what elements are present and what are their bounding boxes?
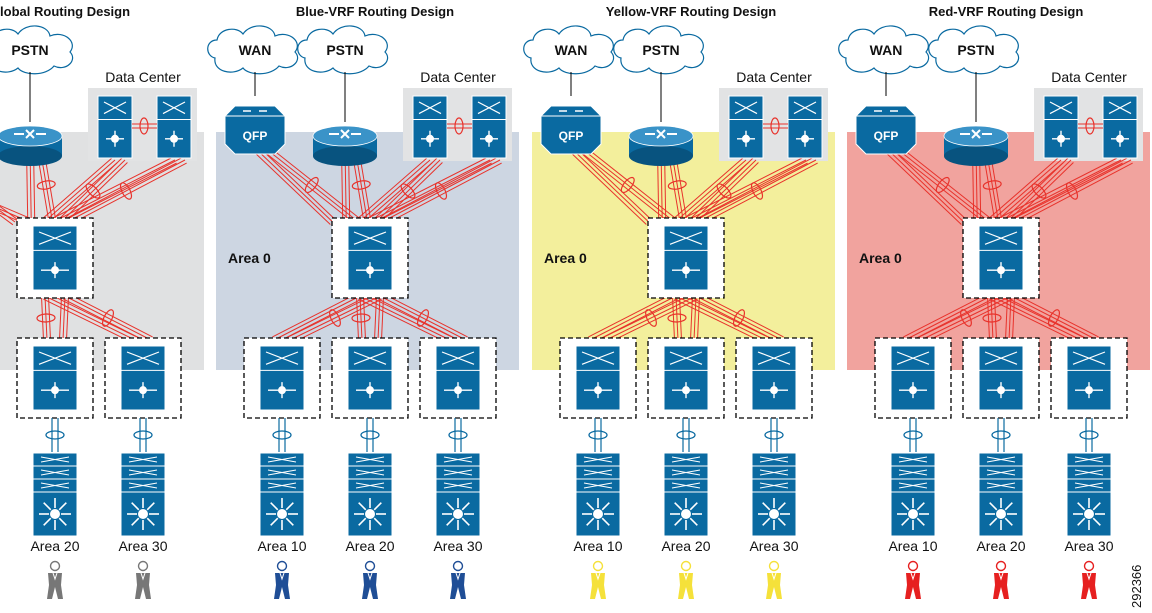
access-switch-stack-icon <box>751 452 797 537</box>
core-switch-icon <box>32 225 78 291</box>
area-label: Area 10 <box>888 538 937 554</box>
area-label: Area 30 <box>433 538 482 554</box>
user-icon <box>993 560 1009 599</box>
panel-title: Red-VRF Routing Design <box>929 4 1084 19</box>
user-icon <box>905 560 921 599</box>
access-switch-stack-icon <box>435 452 481 537</box>
data-center-label: Data Center <box>736 69 812 85</box>
data-center-switch-icon <box>1043 95 1079 159</box>
wan-aggregation-router-icon: QFP <box>224 105 286 155</box>
distribution-switch-icon <box>435 345 481 411</box>
cloud-icon: PSTN <box>0 25 74 75</box>
access-switch-stack-icon <box>890 452 936 537</box>
wan-aggregation-router-icon: QFP <box>855 105 917 155</box>
router-icon <box>943 125 1009 166</box>
qfp-label: QFP <box>559 129 584 143</box>
cloud-icon: WAN <box>207 25 299 75</box>
cloud-label: PSTN <box>957 42 994 58</box>
area-label: Area 10 <box>573 538 622 554</box>
panel-title: Yellow-VRF Routing Design <box>606 4 777 19</box>
distribution-switch-icon <box>751 345 797 411</box>
area-label: Area 30 <box>118 538 167 554</box>
cloud-icon: WAN <box>523 25 615 75</box>
panel-title: Blue-VRF Routing Design <box>296 4 454 19</box>
data-center-switch-icon <box>728 95 764 159</box>
distribution-switch-icon <box>890 345 936 411</box>
area-label: Area 20 <box>976 538 1025 554</box>
user-icon <box>362 560 378 599</box>
area-0-label: Area 0 <box>544 250 587 266</box>
qfp-label: QFP <box>243 129 268 143</box>
distribution-switch-icon <box>347 345 393 411</box>
data-center-switch-icon <box>787 95 823 159</box>
area-label: Area 20 <box>661 538 710 554</box>
access-switch-stack-icon <box>347 452 393 537</box>
distribution-switch-icon <box>978 345 1024 411</box>
access-switch-stack-icon <box>1066 452 1112 537</box>
cloud-icon: WAN <box>838 25 930 75</box>
distribution-switch-icon <box>32 345 78 411</box>
router-icon <box>0 125 63 166</box>
figure-id: 292366 <box>1129 565 1144 608</box>
cloud-label: WAN <box>239 42 272 58</box>
distribution-switch-icon <box>259 345 305 411</box>
user-icon <box>590 560 606 599</box>
access-switch-stack-icon <box>32 452 78 537</box>
cloud-icon: PSTN <box>928 25 1020 75</box>
access-switch-stack-icon <box>120 452 166 537</box>
core-switch-icon <box>347 225 393 291</box>
user-icon <box>678 560 694 599</box>
data-center-label: Data Center <box>420 69 496 85</box>
core-switch-icon <box>663 225 709 291</box>
area-label: Area 30 <box>1064 538 1113 554</box>
user-icon <box>135 560 151 599</box>
distribution-switch-icon <box>663 345 709 411</box>
distribution-switch-icon <box>120 345 166 411</box>
cloud-icon: PSTN <box>613 25 705 75</box>
distribution-switch-icon <box>1066 345 1112 411</box>
access-switch-stack-icon <box>575 452 621 537</box>
data-center-label: Data Center <box>105 69 181 85</box>
area-0-label: Area 0 <box>859 250 902 266</box>
area-0-label: Area 0 <box>228 250 271 266</box>
cloud-label: PSTN <box>11 42 48 58</box>
distribution-switch-icon <box>575 345 621 411</box>
cloud-label: PSTN <box>642 42 679 58</box>
data-center-switch-icon <box>156 95 192 159</box>
area-label: Area 30 <box>749 538 798 554</box>
data-center-label: Data Center <box>1051 69 1127 85</box>
router-icon <box>312 125 378 166</box>
user-icon <box>450 560 466 599</box>
cloud-icon: PSTN <box>297 25 389 75</box>
router-icon <box>628 125 694 166</box>
core-switch-icon <box>978 225 1024 291</box>
data-center-switch-icon <box>471 95 507 159</box>
access-switch-stack-icon <box>978 452 1024 537</box>
wan-aggregation-router-icon: QFP <box>540 105 602 155</box>
cloud-label: WAN <box>870 42 903 58</box>
access-switch-stack-icon <box>663 452 709 537</box>
data-center-switch-icon <box>1102 95 1138 159</box>
area-label: Area 20 <box>345 538 394 554</box>
area-label: Area 10 <box>257 538 306 554</box>
qfp-label: QFP <box>874 129 899 143</box>
user-icon <box>274 560 290 599</box>
user-icon <box>1081 560 1097 599</box>
area-label: Area 20 <box>30 538 79 554</box>
cloud-label: WAN <box>555 42 588 58</box>
user-icon <box>766 560 782 599</box>
panel-title: Global Routing Design <box>0 4 130 19</box>
user-icon <box>47 560 63 599</box>
data-center-switch-icon <box>97 95 133 159</box>
data-center-switch-icon <box>412 95 448 159</box>
cloud-label: PSTN <box>326 42 363 58</box>
access-switch-stack-icon <box>259 452 305 537</box>
